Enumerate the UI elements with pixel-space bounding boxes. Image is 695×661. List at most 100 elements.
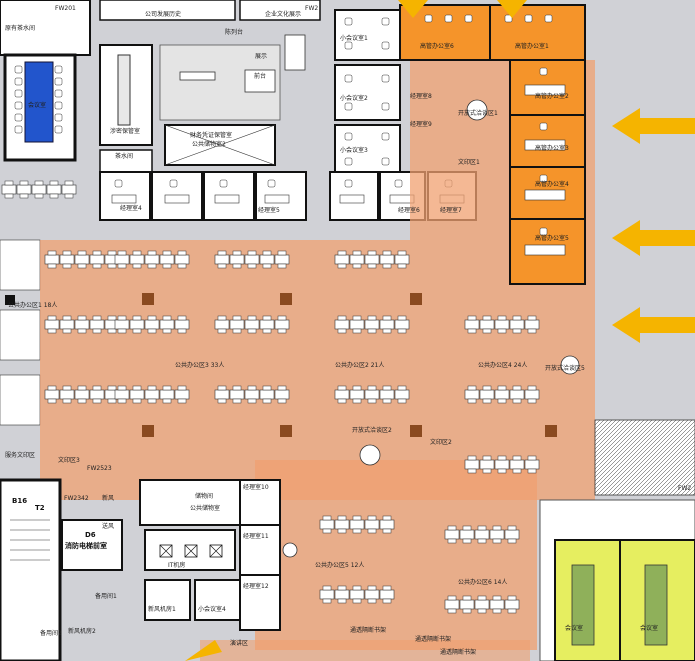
label-manager-office-6: 经理室6: [398, 206, 420, 214]
label-print-area-3: 文印区3: [58, 456, 80, 464]
label-exec-office-1: 高管办公室1: [515, 42, 549, 50]
label-confidential-room: 涉密保管室: [110, 127, 140, 135]
label-display: 展示: [255, 53, 267, 60]
arrow-right-3: [612, 307, 695, 343]
label-manager-office-8: 经理室8: [410, 92, 432, 100]
label-public-office-6: 公共办公区6 14人: [458, 578, 507, 586]
label-fw-top-left: FW201: [55, 5, 76, 12]
label-open-discussion-1: 开放式洽谈区1: [458, 109, 498, 117]
label-small-meeting-1: 小会议室1: [340, 34, 368, 42]
label-manager-office-11: 经理室11: [243, 532, 269, 540]
label-partition-1: 通透隔断书架: [350, 626, 386, 634]
label-reception: 前台: [254, 72, 266, 80]
label-public-storage2: 公共储物室2: [192, 140, 226, 148]
roadshow-area: [200, 640, 530, 661]
stair-lines: [10, 519, 50, 561]
label-large-label: 开放式洽谈区5: [545, 364, 585, 372]
label-print-area-2: 文印区2: [430, 438, 452, 446]
stairwell: [0, 478, 62, 661]
yellow-table-1: [571, 564, 595, 646]
label-air-duct: 送风: [102, 522, 114, 530]
label-manager-office-10: 经理室10: [243, 483, 269, 491]
storage-room: [139, 479, 241, 526]
shelving: [117, 54, 131, 126]
manager-office-lower-column: [239, 479, 281, 631]
label-manager-office-9: 经理室9: [410, 120, 432, 128]
label-public-office-3: 公共办公区3 33人: [175, 361, 224, 369]
label-exec-office-5: 高管办公室5: [535, 234, 569, 242]
arrow-top-2: [497, 0, 527, 18]
arrow-bottom: [185, 640, 222, 661]
label-exec-office-3: 高管办公室3: [535, 144, 569, 152]
label-exec-office-4: 高管办公室4: [535, 180, 569, 188]
label-exec-office-2: 高管办公室2: [535, 92, 569, 100]
label-finance-vault: 财务凭证保管室: [190, 131, 232, 139]
label-fresh-air-shaft: 新风: [102, 494, 114, 502]
front-desk: [244, 69, 276, 93]
tea-water-top-room: [0, 0, 91, 56]
label-public-office-1: 公共办公区1 18人: [8, 301, 57, 309]
label-small-meeting-2: 小会议室2: [340, 94, 368, 102]
exec-offices-column: [509, 59, 586, 285]
label-print-area-1: 文印区1: [458, 158, 480, 166]
left-workstations: [0, 181, 76, 426]
label-storage-room: 储物间: [195, 492, 213, 500]
label-open-discussion-2: 开放式洽谈区2: [352, 426, 392, 434]
terrace-hatch: [594, 419, 695, 496]
label-culture-wall-short: FW2: [305, 5, 318, 12]
fresh-air-room-1: [144, 579, 191, 621]
label-public-office-2: 公共办公区2 21人: [335, 361, 384, 369]
label-fire-shaft: 消防电梯前室: [65, 541, 107, 550]
smoke-exhaust-shaft: [284, 34, 306, 71]
label-culture-wall: 企业文化展示: [265, 10, 301, 18]
label-service-print: 服务文印区: [5, 451, 35, 459]
small-meeting-room-2: [334, 64, 401, 121]
round-tables: [282, 99, 580, 558]
orange-zone-lower: [255, 460, 537, 650]
label-manager-office-5: 经理室5: [258, 206, 280, 214]
label-roadshow: 演讲区: [230, 639, 248, 647]
label-stairs-2: 备用间2: [40, 629, 62, 637]
label-public-office-5: 公共办公区5 12人: [315, 561, 364, 569]
label-manager-office-4: 经理室4: [120, 204, 142, 212]
label-fw-left: FW2342: [64, 495, 89, 502]
blue-conference-table: [24, 61, 54, 143]
finance-vault-cross: [164, 124, 276, 166]
label-meeting-room-yellow-1: 会议室: [565, 624, 583, 632]
label-fresh-air-1: 新风机房1: [148, 605, 176, 613]
label-it-room: IT机房: [168, 561, 185, 569]
label-fresh-air-2: 新风机房2: [68, 627, 96, 635]
company-history-wall: [99, 0, 236, 21]
arrow-right-2: [612, 220, 695, 256]
label-right-edge: FW2: [678, 485, 691, 492]
arrow-right-1: [612, 108, 695, 144]
culture-wall: [239, 0, 321, 21]
label-tea-water-top: 原有茶水间: [5, 24, 35, 32]
label-small-meeting-3: 小会议室3: [340, 146, 368, 154]
label-t2: T2: [35, 504, 45, 512]
label-exec-office-6: 高管办公室6: [420, 42, 454, 50]
label-company-history: 公司发展历史: [145, 10, 181, 18]
label-exhibit: 陈列台: [225, 28, 243, 36]
fire-elevator-lobby: [61, 519, 123, 571]
arrow-top-1: [398, 0, 428, 18]
small-meeting-room-4: [194, 579, 241, 621]
label-d6: D6: [85, 531, 96, 539]
label-b16: B16: [12, 497, 27, 505]
column-markers: [5, 293, 557, 437]
label-meeting-room-yellow-2: 会议室: [640, 624, 658, 632]
label-manager-office-7: 经理室7: [440, 206, 462, 214]
label-public-storage: 公共储物室: [190, 504, 220, 512]
it-room-racks: [159, 544, 223, 558]
label-fw-mid: FW2523: [87, 465, 112, 472]
reception-desk: [179, 71, 216, 81]
label-public-office-4: 公共办公区4 24人: [478, 361, 527, 369]
label-manager-office-12: 经理室12: [243, 582, 269, 590]
yellow-table-2: [644, 564, 668, 646]
label-stairs-1: 备用间1: [95, 592, 117, 600]
exec-office-top: [399, 4, 586, 61]
label-small-meeting-4: 小会议室4: [198, 605, 226, 613]
label-partition-2: 通透隔断书架: [415, 635, 451, 643]
